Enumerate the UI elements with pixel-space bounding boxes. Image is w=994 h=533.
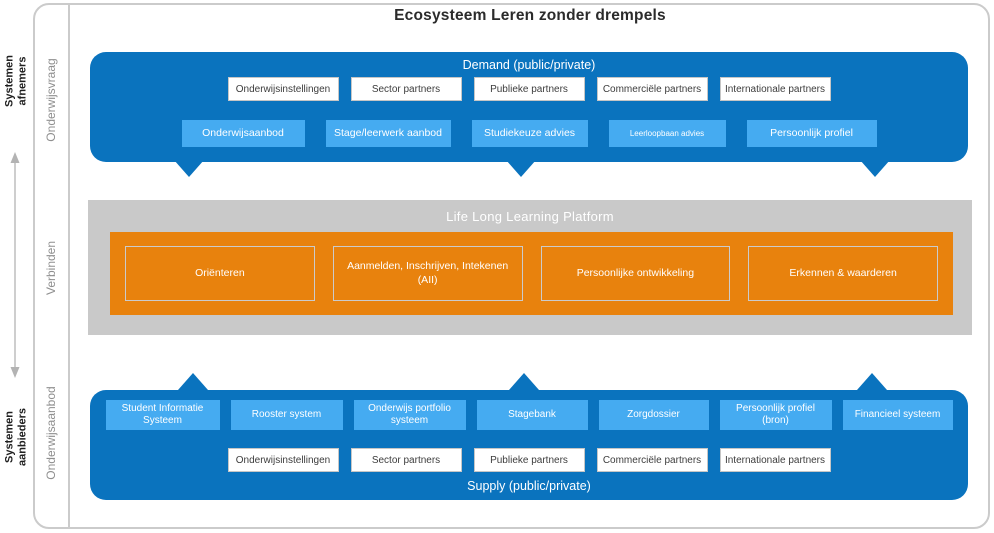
supply-system-box: Persoonlijk profiel (bron): [719, 400, 832, 430]
supply-system-box: Rooster system: [230, 400, 343, 430]
supply-partner-box: Sector partners: [350, 448, 462, 472]
supply-partner-box: Internationale partners: [719, 448, 831, 472]
demand-partners-row: Onderwijsinstellingen Sector partners Pu…: [90, 77, 968, 101]
arrow-up-icon: [178, 373, 208, 390]
demand-partner-box: Sector partners: [350, 77, 462, 101]
demand-service-box: Leerloopbaan advies: [608, 120, 726, 147]
frame-divider-line: [68, 4, 70, 528]
supply-system-box: Zorgdossier: [598, 400, 709, 430]
arrow-down-icon: [506, 160, 536, 177]
bidirectional-arrow-icon: [10, 152, 20, 378]
supply-system-box: Onderwijs portfolio systeem: [353, 400, 466, 430]
demand-service-box: Persoonlijk profiel: [746, 120, 877, 147]
verbinden-label: Verbinden: [44, 240, 59, 296]
platform-function-box: Aanmelden, Inschrijven, Intekenen (AII): [332, 246, 523, 301]
demand-service-box: Stage/leerwerk aanbod: [325, 120, 451, 147]
arrow-up-icon: [857, 373, 887, 390]
platform-band-header: Life Long Learning Platform: [446, 209, 614, 224]
arrow-up-icon: [509, 373, 539, 390]
supply-band-header: Supply (public/private): [467, 479, 591, 493]
onderwijsaanbod-label: Onderwijsaanbod: [44, 386, 59, 480]
systemen-afnemers-label: Systemen afnemers: [3, 55, 28, 107]
supply-partner-box: Publieke partners: [473, 448, 585, 472]
platform-orange-band: Oriënteren Aanmelden, Inschrijven, Intek…: [110, 232, 953, 315]
arrow-down-icon: [174, 160, 204, 177]
page-title: Ecosysteem Leren zonder drempels: [394, 7, 666, 24]
demand-band: Demand (public/private) Onderwijsinstell…: [90, 52, 968, 162]
supply-system-box: Student Informatie Systeem: [105, 400, 220, 430]
demand-service-box: Studiekeuze advies: [471, 120, 588, 147]
demand-partner-box: Commerciële partners: [596, 77, 708, 101]
demand-service-box: Onderwijsaanbod: [181, 120, 305, 147]
demand-partner-box: Publieke partners: [473, 77, 585, 101]
systemen-aanbieders-label: Systemen aanbieders: [3, 407, 28, 467]
demand-services-row: Onderwijsaanbod Stage/leerwerk aanbod St…: [90, 120, 968, 147]
supply-system-box: Stagebank: [476, 400, 588, 430]
platform-function-box: Persoonlijke ontwikkeling: [540, 246, 731, 301]
supply-partner-box: Onderwijsinstellingen: [227, 448, 339, 472]
onderwijsvraag-label: Onderwijsvraag: [44, 58, 59, 142]
demand-band-header: Demand (public/private): [462, 58, 596, 72]
supply-partners-row: Onderwijsinstellingen Sector partners Pu…: [90, 448, 968, 472]
supply-system-box: Financieel systeem: [842, 400, 953, 430]
platform-function-box: Erkennen & waarderen: [748, 246, 938, 301]
supply-systems-row: Student Informatie Systeem Rooster syste…: [90, 400, 968, 430]
platform-band: Life Long Learning Platform Oriënteren A…: [88, 200, 972, 335]
platform-function-box: Oriënteren: [125, 246, 315, 301]
supply-band: Student Informatie Systeem Rooster syste…: [90, 390, 968, 500]
arrow-down-icon: [860, 160, 890, 177]
supply-partner-box: Commerciële partners: [596, 448, 708, 472]
demand-partner-box: Onderwijsinstellingen: [227, 77, 339, 101]
demand-partner-box: Internationale partners: [719, 77, 831, 101]
